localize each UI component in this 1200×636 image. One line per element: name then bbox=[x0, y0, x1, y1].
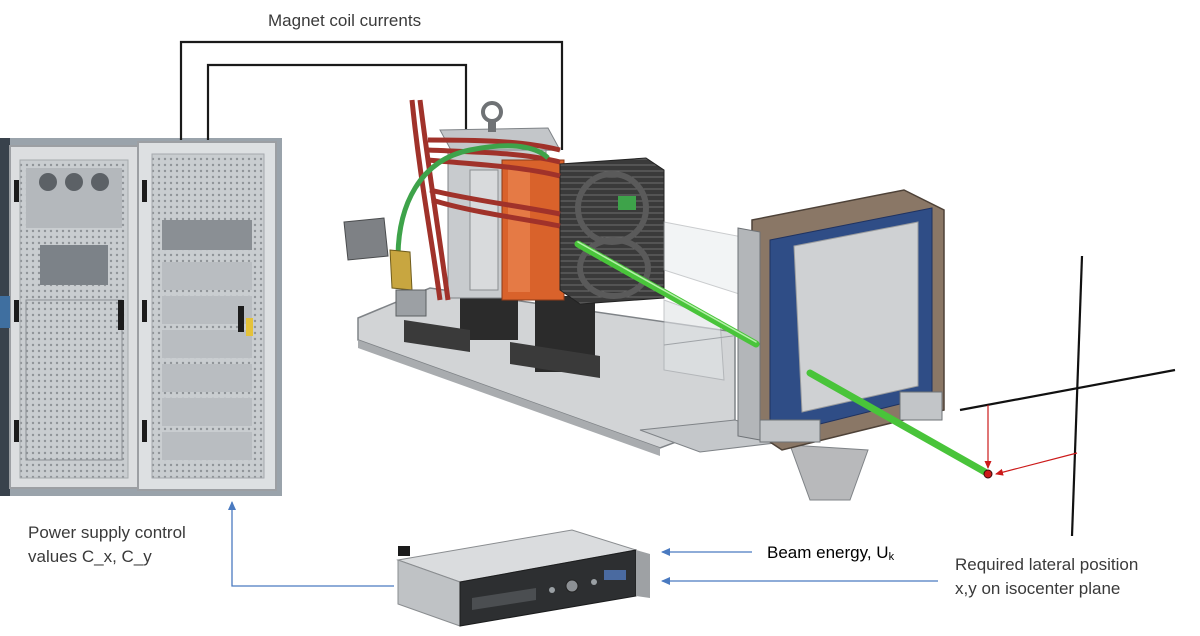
lateral-offset-arrows bbox=[984, 405, 1078, 476]
signal-arrows bbox=[228, 501, 938, 587]
coil-cable-outer bbox=[179, 40, 564, 150]
beam-segment-magnet bbox=[574, 240, 760, 348]
beam-energy-subscript: k bbox=[888, 551, 895, 563]
isocenter-vertical-axis bbox=[1070, 255, 1084, 537]
power-supply-control-label-line1: Power supply control bbox=[28, 523, 186, 542]
power-supply-control-arrow bbox=[228, 501, 394, 587]
magnet-coil-block bbox=[559, 157, 665, 305]
detector-frame bbox=[737, 189, 945, 451]
beam-energy-label: Beam energy, Uk bbox=[767, 542, 894, 568]
lateral-position-label-line1: Required lateral position bbox=[955, 555, 1139, 574]
x-offset-arrow bbox=[995, 452, 1078, 476]
target-spot-marker bbox=[983, 469, 993, 479]
eye-bolt bbox=[481, 101, 503, 123]
proton-beam bbox=[574, 240, 989, 476]
lateral-position-label-line2: x,y on isocenter plane bbox=[955, 579, 1121, 598]
scanning-magnet-assembly bbox=[343, 99, 869, 501]
cooling-hose bbox=[395, 143, 550, 259]
power-supply-control-label-line2: values C_x, C_y bbox=[28, 547, 152, 566]
magnet-coil-cables bbox=[179, 40, 564, 150]
detector-window bbox=[793, 221, 919, 413]
coil-cable-inner bbox=[206, 63, 468, 140]
power-supply-cabinet bbox=[0, 138, 282, 496]
isocenter-plane-axes bbox=[959, 255, 1176, 537]
controller-unit bbox=[396, 529, 650, 627]
beam-energy-text: Beam energy, U bbox=[767, 543, 889, 562]
beam-segment-isocenter bbox=[806, 369, 989, 476]
isocenter-horizontal-axis bbox=[959, 368, 1176, 412]
magnet-coil-currents-label: Magnet coil currents bbox=[268, 11, 422, 30]
